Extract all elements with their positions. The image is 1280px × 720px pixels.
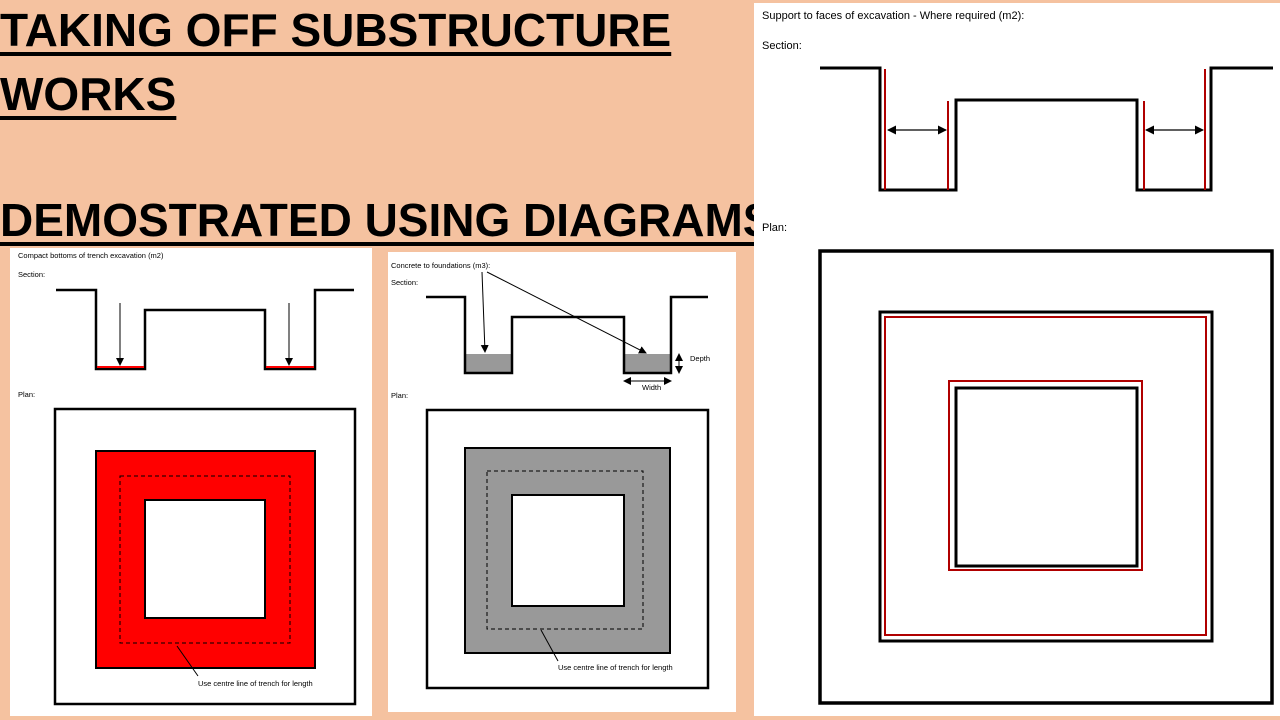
depth-label: Depth [690,354,710,363]
concrete-fill-left [465,354,512,373]
concrete-centre-line [486,470,644,630]
support-inner-face [948,380,1143,571]
concrete-panel: Concrete to foundations (m3): Section: D… [388,252,736,712]
support-outer-trench-edge [878,310,1214,643]
concrete-pointer-left [480,271,489,353]
concrete-note: Use centre line of trench for length [558,663,673,672]
compact-section-label: Section: [18,270,45,279]
compact-bottoms-diagram: Compact bottoms of trench excavation (m2… [18,251,357,706]
concrete-leader-line [540,629,559,662]
support-diagram: Support to faces of excavation - Where r… [762,10,1274,705]
title-line-2: WORKS [0,68,177,120]
concrete-pointer-right [486,271,647,354]
concrete-trench-section [426,295,708,375]
support-section-label: Section: [762,40,802,52]
support-trench-section [820,66,1273,192]
compact-site-outline [53,407,357,706]
concrete-site-outline [425,408,710,690]
support-outer-face [884,316,1207,636]
support-heading: Support to faces of excavation - Where r… [762,10,1024,22]
concrete-plan-label: Plan: [391,391,408,400]
compact-leader-line [176,645,199,677]
compact-plan-label: Plan: [18,390,35,399]
concrete-trench-plan [464,447,671,654]
compact-trench-plan [95,450,316,669]
compact-note: Use centre line of trench for length [198,679,313,688]
compact-bottoms-panel: Compact bottoms of trench excavation (m2… [10,248,372,716]
compact-trench-section [56,288,354,371]
width-label: Width [642,383,661,392]
concrete-fill-right [624,354,671,373]
concrete-section-label: Section: [391,278,418,287]
concrete-heading: Concrete to foundations (m3): [391,261,490,270]
concrete-diagram: Concrete to foundations (m3): Section: D… [391,261,710,690]
title-line-3: DEMOSTRATED USING DIAGRAMS [0,194,774,246]
support-site-outline [818,249,1274,705]
support-plan-label: Plan: [762,222,787,234]
title-line-1: TAKING OFF SUBSTRUCTURE [0,4,672,56]
support-inner-trench-edge [954,386,1139,568]
compact-centre-line [119,475,291,644]
support-panel: Support to faces of excavation - Where r… [754,3,1280,716]
compact-heading: Compact bottoms of trench excavation (m2… [18,251,164,260]
